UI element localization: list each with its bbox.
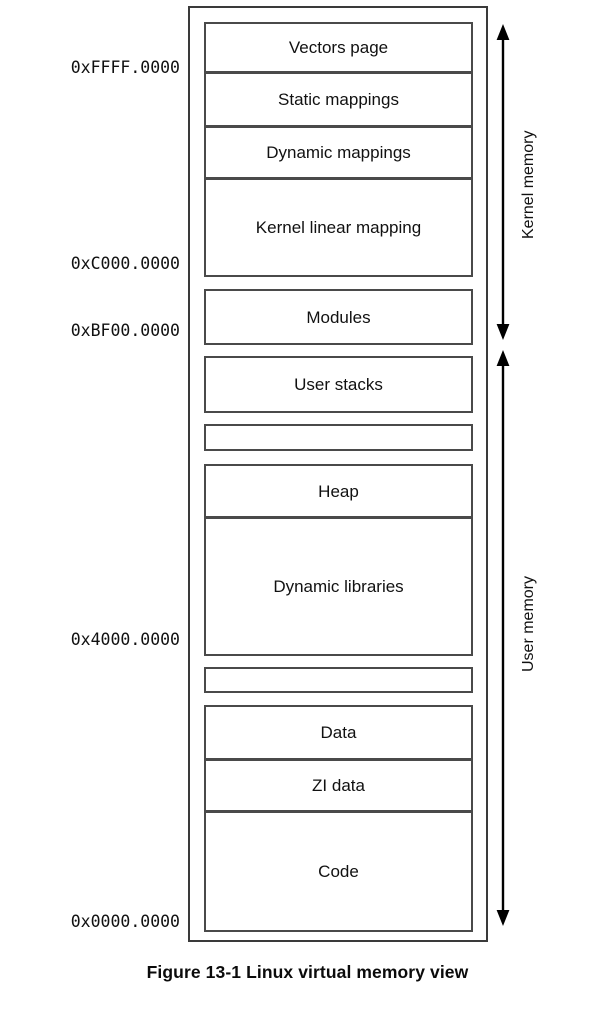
- figure-caption-text: Figure 13-1 Linux virtual memory view: [146, 962, 469, 982]
- address-label-0x40000000: 0x4000.0000: [70, 630, 180, 649]
- kernel-memory-scope-arrow: [494, 24, 512, 340]
- region-user-stacks: User stacks: [204, 356, 473, 413]
- address-label-0x00000000: 0x0000.0000: [70, 912, 180, 931]
- region-data: Data: [204, 705, 473, 760]
- region-vectors-page: Vectors page: [204, 22, 473, 73]
- region-gap-above-data: [204, 667, 473, 693]
- region-label-modules: Modules: [306, 307, 371, 327]
- region-dynamic-mappings: Dynamic mappings: [204, 127, 473, 179]
- address-label-0xBF000000: 0xBF00.0000: [70, 321, 180, 340]
- region-label-zi-data: ZI data: [312, 776, 365, 795]
- region-static-mappings: Static mappings: [204, 73, 473, 127]
- region-dynamic-libraries: Dynamic libraries: [204, 518, 473, 656]
- region-zi-data: ZI data: [204, 760, 473, 812]
- region-code: Code: [204, 812, 473, 932]
- kernel-memory-scope-label: Kernel memory: [520, 130, 537, 240]
- region-label-user-stacks: User stacks: [294, 375, 383, 394]
- region-label-kernel-linear-mapping: Kernel linear mapping: [255, 218, 422, 237]
- region-gap-above-heap: [204, 424, 473, 451]
- region-label-code: Code: [318, 862, 359, 881]
- region-heap: Heap: [204, 464, 473, 518]
- region-label-heap: Heap: [318, 481, 359, 501]
- region-kernel-linear-mapping: Kernel linear mapping: [204, 179, 473, 277]
- region-label-data: Data: [320, 723, 357, 742]
- figure-caption: Figure 13-1 Linux virtual memory view: [0, 962, 601, 983]
- region-label-static-mappings: Static mappings: [278, 90, 399, 109]
- region-label-dynamic-mappings: Dynamic mappings: [266, 143, 411, 162]
- region-modules: Modules: [204, 289, 473, 345]
- region-label-vectors-page: Vectors page: [288, 38, 389, 57]
- address-label-0xC0000000: 0xC000.0000: [70, 254, 180, 273]
- address-label-0xFFFF0000: 0xFFFF.0000: [70, 58, 180, 77]
- region-label-dynamic-libraries: Dynamic libraries: [273, 577, 404, 596]
- user-memory-scope-arrow: [494, 350, 512, 926]
- user-memory-scope-label: User memory: [520, 576, 537, 673]
